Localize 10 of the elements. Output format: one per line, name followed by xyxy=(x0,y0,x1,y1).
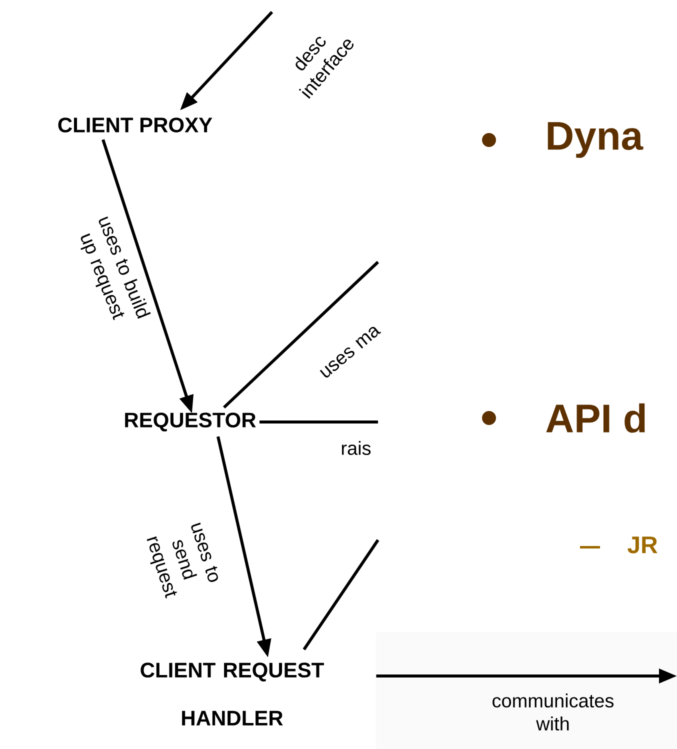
bullet-text: JR xyxy=(628,536,658,554)
bullet-text: API d xyxy=(546,403,645,433)
node-label: CLIENT PROXY xyxy=(58,118,212,132)
edge-label: uses to send request xyxy=(146,522,218,598)
bullet-text: Dyna xyxy=(548,122,644,158)
edge-label: rais xyxy=(342,441,371,455)
edge-label: uses ma xyxy=(320,326,382,378)
edge-label: communicates with xyxy=(492,694,614,730)
node-label: REQUESTOR xyxy=(125,412,256,432)
node-label: CLIENT REQUEST HANDLER xyxy=(140,662,324,726)
